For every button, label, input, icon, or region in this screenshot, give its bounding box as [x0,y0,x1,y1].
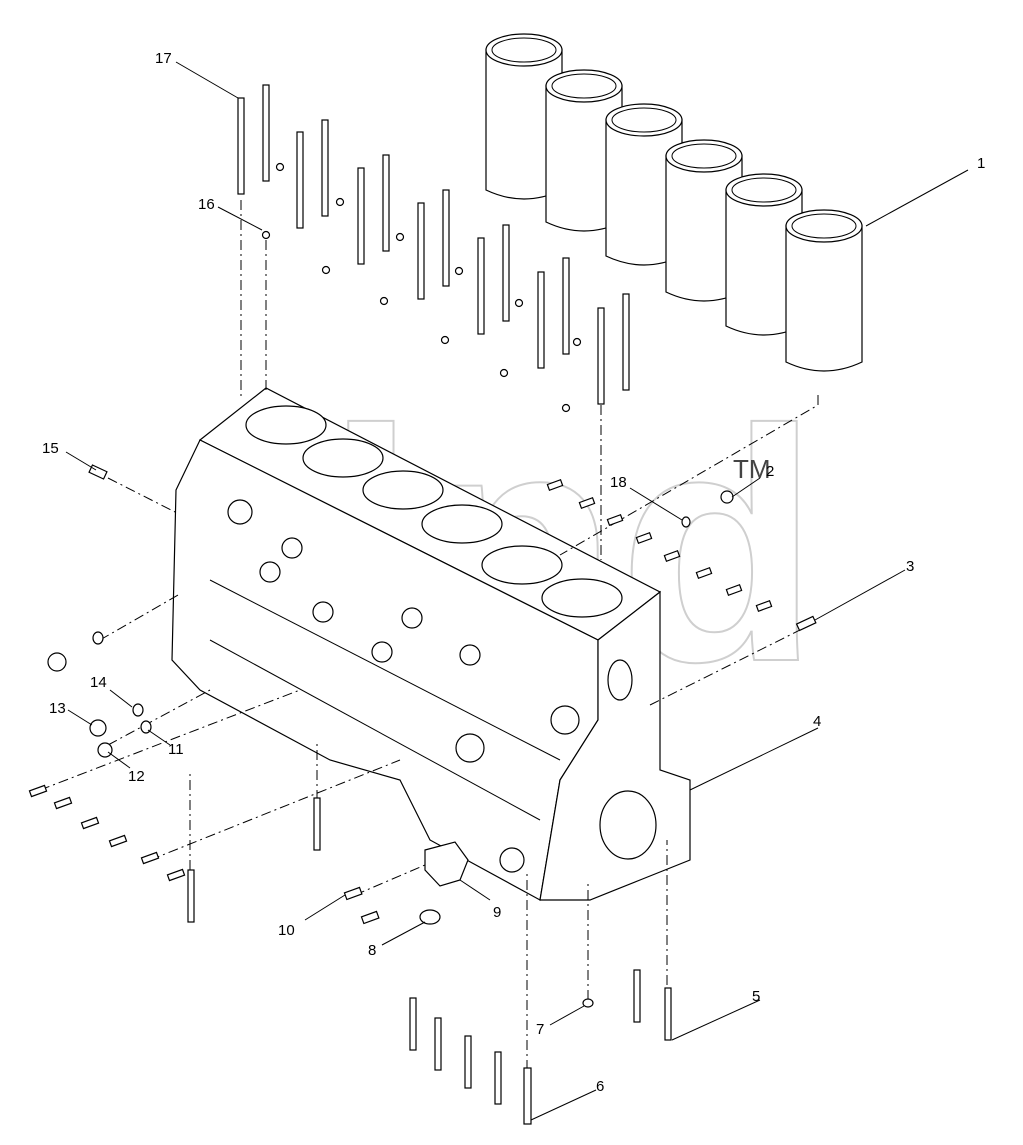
liner-4 [665,139,743,302]
callout-13: 13 [49,700,66,717]
head-studs [237,84,630,405]
callout-5: 5 [752,988,760,1005]
trademark-mark: TM [733,454,771,484]
fasteners [28,464,817,1125]
callout-2: 2 [766,463,774,480]
callout-11: 11 [168,741,184,758]
callout-18: 18 [610,474,627,491]
callout-10: 10 [278,922,295,939]
callout-7: 7 [536,1021,544,1038]
liner-6 [785,209,863,372]
liner-5 [725,173,803,336]
callout-8: 8 [368,942,376,959]
dowels [261,162,582,413]
callout-9: 9 [493,904,501,921]
callout-14: 14 [90,674,107,691]
leader-lines [65,61,969,1121]
cylinder-liners [485,33,863,372]
engine-block [171,387,691,901]
callout-16: 16 [198,196,215,213]
callout-12: 12 [128,768,145,785]
callout-6: 6 [596,1078,604,1095]
liner-1 [485,33,563,200]
callout-4: 4 [813,713,821,730]
liner-3 [605,103,683,266]
callout-17: 17 [155,50,172,67]
callout-15: 15 [42,440,59,457]
liner-2 [545,69,623,232]
callout-labels: 1 2 3 4 5 6 7 8 9 10 11 12 13 14 15 16 1… [42,50,985,1095]
callout-3: 3 [906,558,914,575]
callout-1: 1 [977,155,985,172]
